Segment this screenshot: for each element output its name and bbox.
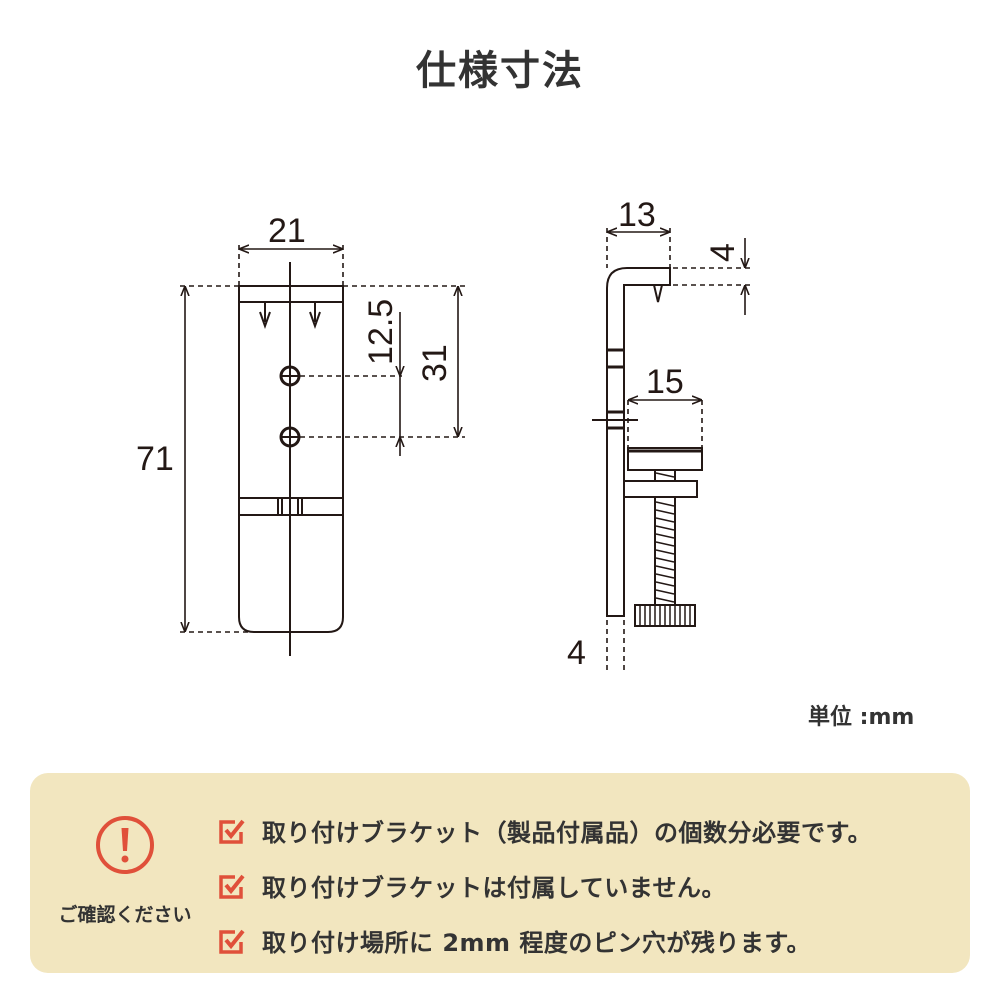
- front-view: [180, 245, 465, 656]
- height-dimension-label: 71: [136, 440, 174, 478]
- hole-offset-dimension-label: 31: [416, 344, 454, 382]
- clamp-dimension-label: 15: [646, 363, 684, 401]
- notice-box: ご確認ください 取り付けブラケット（製品付属品）の個数分必要です。 取り付けブラ…: [30, 773, 970, 973]
- checkbox-checked-icon: [219, 874, 245, 899]
- depth-dimension-label: 13: [618, 196, 656, 234]
- thickness-dimension-label: 4: [567, 634, 586, 672]
- checkbox-checked-icon: [219, 819, 245, 844]
- hook-height-dimension-label: 4: [704, 243, 742, 262]
- notice-item-text: 取り付けブラケット（製品付属品）の個数分必要です。: [262, 819, 873, 847]
- page-title: 仕様寸法: [416, 48, 584, 94]
- width-dimension-label: 21: [268, 212, 306, 250]
- notice-list: 取り付けブラケット（製品付属品）の個数分必要です。 取り付けブラケットは付属して…: [218, 803, 872, 968]
- unit-label: 単位 :mm: [808, 705, 915, 730]
- dimension-drawing: 21 71 12.5 31: [136, 196, 752, 672]
- notice-item: 取り付け場所に 2mm 程度のピン穴が残ります。: [218, 913, 872, 968]
- side-view: [592, 228, 752, 672]
- notice-item-text: 取り付けブラケットは付属していません。: [262, 874, 727, 902]
- notice-item: 取り付けブラケット（製品付属品）の個数分必要です。: [218, 803, 872, 858]
- exclamation-circle-icon: [96, 816, 154, 874]
- notice-item-text: 取り付け場所に 2mm 程度のピン穴が残ります。: [262, 929, 812, 957]
- hole-pitch-dimension-label: 12.5: [362, 299, 400, 365]
- notice-header: ご確認ください: [30, 773, 220, 973]
- checkbox-checked-icon: [219, 929, 245, 954]
- notice-item: 取り付けブラケットは付属していません。: [218, 858, 872, 913]
- confirm-label: ご確認ください: [58, 904, 192, 926]
